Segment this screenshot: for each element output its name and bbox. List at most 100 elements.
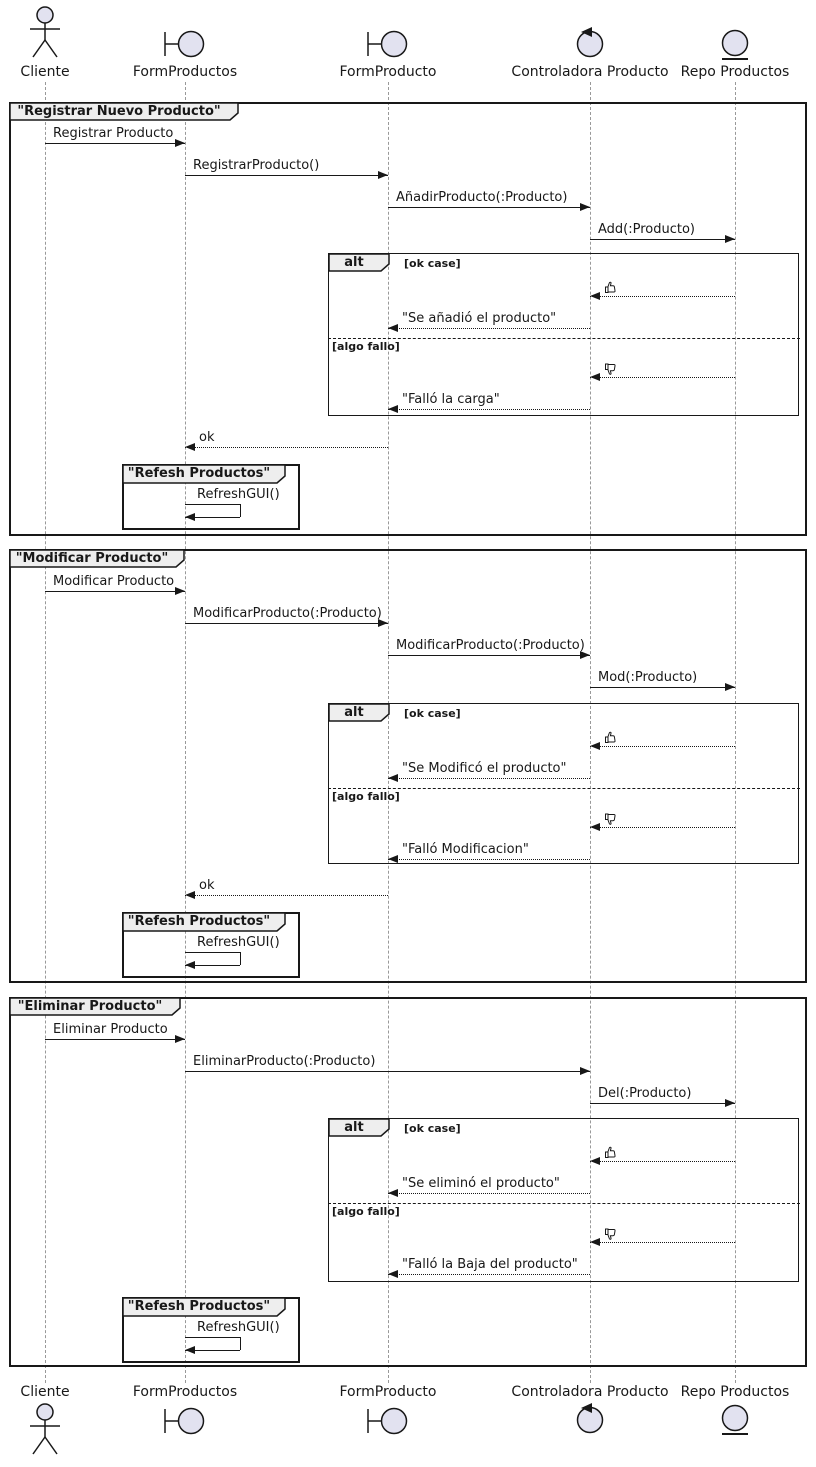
alt-operator-tab (328, 703, 390, 726)
alt-frame (328, 703, 799, 864)
participant-label: FormProductos (132, 64, 238, 80)
frame-tab (9, 549, 185, 572)
control-icon (574, 1402, 606, 1438)
arrowhead-icon (388, 1189, 398, 1197)
arrowhead-icon (185, 891, 195, 899)
message-line (388, 207, 590, 208)
alt-divider (328, 1203, 800, 1204)
thumbs-up-icon (604, 1145, 618, 1164)
message-label: "Falló la Baja del producto" (402, 1257, 578, 1272)
arrowhead-icon (175, 587, 185, 595)
thumbs-up-icon (604, 730, 618, 749)
message-line (590, 1161, 735, 1162)
message-line (45, 591, 185, 592)
refresh-frame-tab (122, 464, 286, 488)
message-line (185, 1071, 590, 1072)
message-line (388, 778, 590, 779)
arrowhead-icon (580, 1067, 590, 1075)
arrowhead-icon (388, 324, 398, 332)
alt-frame (328, 1118, 799, 1282)
arrowhead-icon (725, 1099, 735, 1107)
participant-label: Repo Productos (680, 64, 790, 80)
message-line (590, 827, 735, 828)
entity-icon (719, 28, 751, 68)
lifeline-1 (185, 82, 186, 1383)
message-label: Registrar Producto (53, 126, 174, 141)
guard-label: [ok case] (404, 257, 461, 270)
arrowhead-icon (185, 961, 195, 969)
frame-title: "Registrar Nuevo Producto" (17, 104, 221, 119)
message-label: AñadirProducto(:Producto) (396, 190, 568, 205)
alt-operator-title: alt (344, 705, 364, 720)
message-label: ok (199, 878, 215, 893)
frame-tab (9, 997, 181, 1020)
participant-label: Controladora Producto (511, 1384, 669, 1400)
arrowhead-icon (725, 683, 735, 691)
arrowhead-icon (185, 443, 195, 451)
message-label: "Falló Modificacion" (402, 842, 529, 857)
entity-icon (719, 1403, 751, 1443)
boundary-icon (366, 1406, 410, 1440)
message-line (590, 239, 735, 240)
message-line (388, 1274, 590, 1275)
guard-label: [ok case] (404, 1122, 461, 1135)
self-message-line (240, 504, 241, 517)
message-line (590, 296, 735, 297)
actor-icon (23, 6, 67, 62)
sequence-frame (9, 102, 807, 536)
participant-label: Controladora Producto (511, 64, 669, 80)
message-label: "Falló la carga" (402, 392, 500, 407)
lifeline-0 (45, 82, 46, 1383)
participant-label: Repo Productos (680, 1384, 790, 1400)
self-message-line (240, 1337, 241, 1350)
message-line (185, 447, 388, 448)
lifeline-4 (735, 82, 736, 1383)
alt-operator-title: alt (344, 1120, 364, 1135)
thumbs-down-icon (604, 811, 618, 830)
alt-operator-tab (328, 253, 390, 276)
message-line (45, 143, 185, 144)
message-line (388, 1193, 590, 1194)
thumbs-down-icon (604, 1226, 618, 1245)
alt-divider (328, 788, 800, 789)
arrowhead-icon (378, 619, 388, 627)
message-label: ModificarProducto(:Producto) (193, 606, 382, 621)
self-message-line (185, 517, 240, 518)
guard-label: [algo fallo] (332, 340, 400, 353)
arrowhead-icon (590, 742, 600, 750)
message-label: EliminarProducto(:Producto) (193, 1054, 376, 1069)
self-message-line (185, 965, 240, 966)
message-line (590, 746, 735, 747)
refresh-frame-tab (122, 912, 286, 936)
message-label: ModificarProducto(:Producto) (396, 638, 585, 653)
arrowhead-icon (388, 405, 398, 413)
message-line (590, 687, 735, 688)
boundary-icon (163, 29, 207, 63)
message-label: "Se añadió el producto" (402, 311, 557, 326)
arrowhead-icon (388, 855, 398, 863)
message-line (185, 175, 388, 176)
sequence-frame (9, 549, 807, 983)
alt-operator-title: alt (344, 255, 364, 270)
arrowhead-icon (185, 1346, 195, 1354)
message-label: ok (199, 430, 215, 445)
frame-tab (9, 102, 239, 125)
lifeline-3 (590, 82, 591, 1383)
message-label: "Se Modificó el producto" (402, 761, 567, 776)
message-line (388, 859, 590, 860)
participant-label: FormProducto (339, 1384, 437, 1400)
message-line (388, 409, 590, 410)
arrowhead-icon (175, 1035, 185, 1043)
boundary-icon (163, 1406, 207, 1440)
refresh-frame-title: "Refesh Productos" (127, 914, 271, 929)
guard-label: [ok case] (404, 707, 461, 720)
arrowhead-icon (590, 823, 600, 831)
guard-label: [algo fallo] (332, 1205, 400, 1218)
actor-icon (23, 1403, 67, 1459)
message-line (185, 623, 388, 624)
message-label: Eliminar Producto (53, 1022, 168, 1037)
message-label: Mod(:Producto) (598, 670, 698, 685)
refresh-frame-tab (122, 1297, 286, 1321)
self-message-line (185, 1337, 240, 1338)
